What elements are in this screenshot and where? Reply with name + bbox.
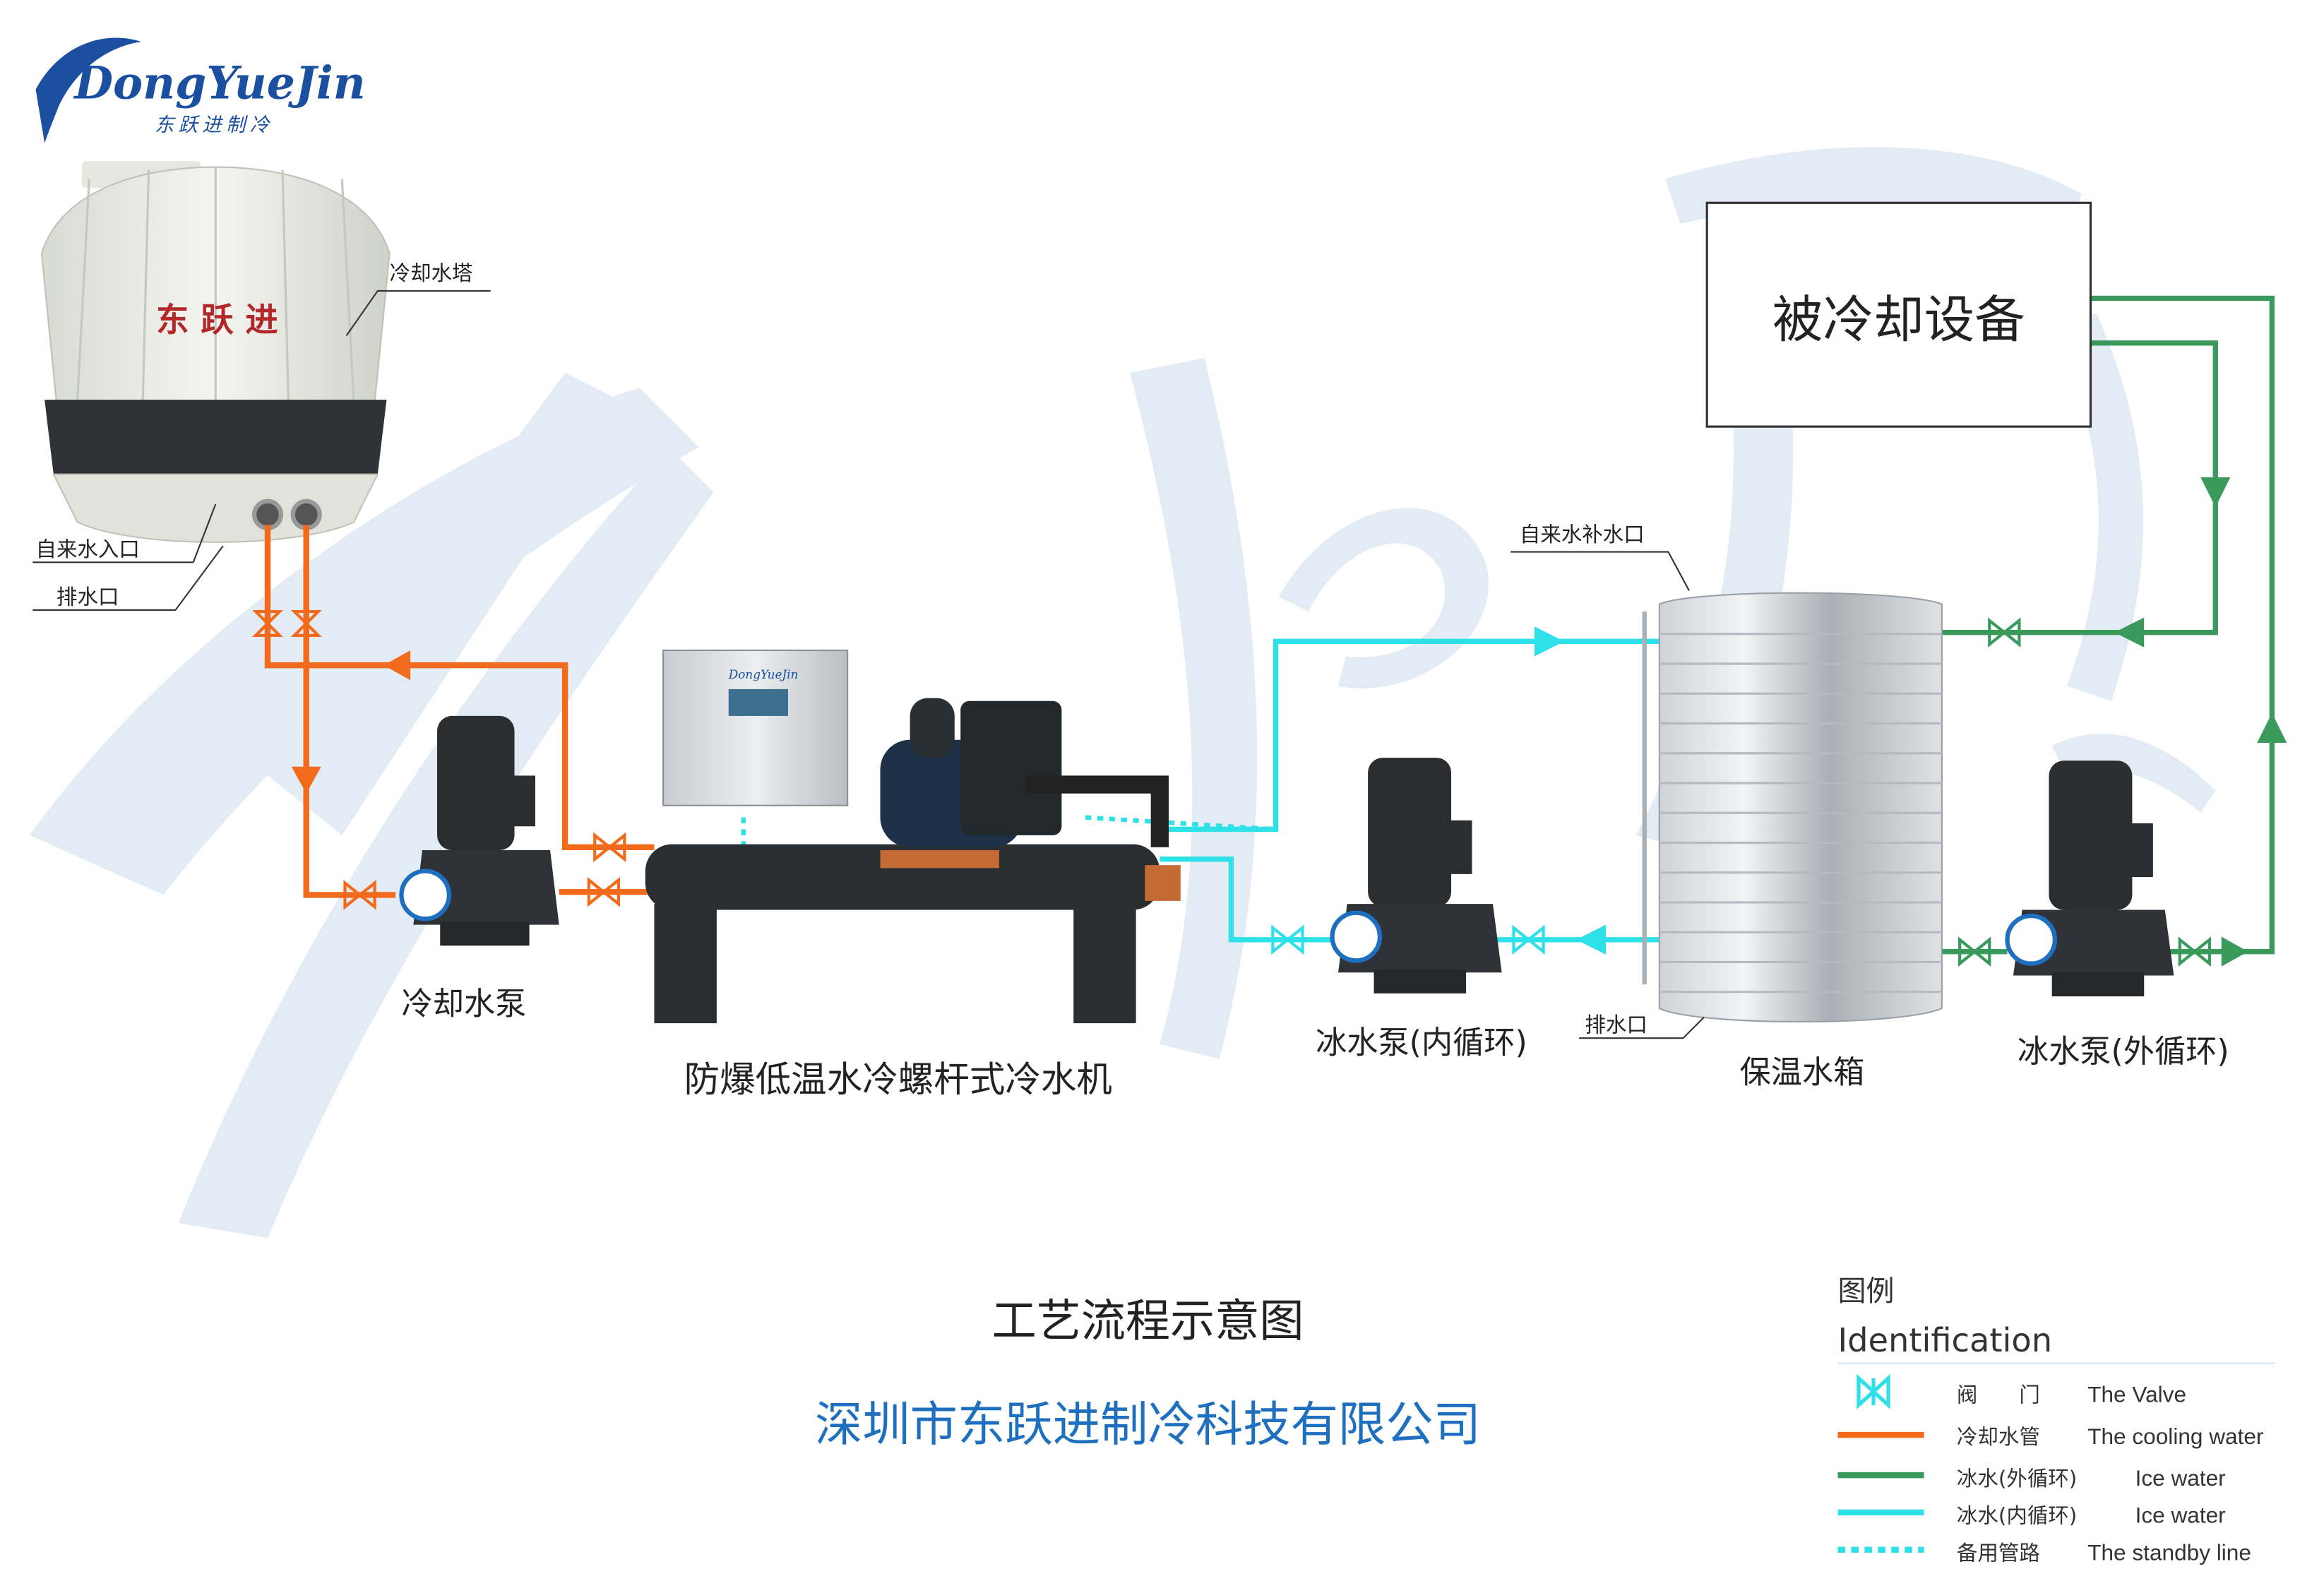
legend-item-cn: 冰水(外循环) [1957,1467,2077,1491]
insulated-water-tank [1642,592,1943,1022]
logo-subtitle: 东跃进制冷 [155,114,273,136]
legend-item-en: The standby line [2087,1539,2251,1565]
valve-icon [1271,924,1545,955]
tank-drain-label: 排水口 [1585,1013,1647,1037]
cooling-water-pump [399,715,559,946]
cooled-device-box [1705,201,2092,428]
tower-outlet-2 [290,499,322,530]
legend: 图例 Identification 阀 门 冷却水管 冰水(外循环) 冰水(内循… [1837,1275,2275,1565]
chiller-unit: DongYueJin [645,649,1181,1024]
inner-pump-label: 冰水泵(内循环) [1316,1025,1527,1061]
tank-fill-label: 自来水补水口 [1520,523,1645,547]
legend-title-cn: 图例 [1837,1275,1894,1308]
legend-title-en: Identification [1837,1321,2052,1359]
legend-item-cn: 冰水(内循环) [1957,1504,2077,1528]
cooling-water-arrows [291,650,411,794]
chiller-brand: DongYueJin [728,667,799,681]
legend-item-en: Ice water [2135,1465,2226,1491]
cooling-pump-label: 冷却水泵 [402,986,527,1022]
legend-item-cn: 阀 门 [1957,1383,2040,1407]
ice-water-inner-pipes [1157,638,1659,943]
outer-pump-label: 冰水泵(外循环) [2018,1034,2229,1070]
cooling-tower: 东跃进 [40,161,391,543]
tower-brand: 东跃进 [156,300,290,339]
ice-water-inner-arrows [1534,626,1607,955]
company-name: 深圳市东跃进制冷科技有限公司 [815,1396,1481,1452]
tower-outlet-1 [251,499,284,530]
company-logo: DongYueJin 东跃进制冷 [35,37,366,143]
tower-label: 冷却水塔 [390,261,473,285]
valve-icon [252,609,626,910]
process-title: 工艺流程示意图 [991,1295,1304,1347]
legend-item-cn: 冷却水管 [1957,1425,2040,1449]
cooled-device-label: 被冷却设备 [1772,290,2025,349]
legend-valve-icon [1857,1373,1890,1409]
chiller-label: 防爆低温水冷螺杆式冷水机 [684,1058,1112,1100]
legend-item-cn: 备用管路 [1957,1541,2040,1565]
ice-water-inner-pump [1330,758,1502,994]
tower-callouts [32,290,491,611]
valve-icon [1958,617,2211,967]
tank-label: 保温水箱 [1740,1055,1865,1091]
tower-drain-label: 排水口 [56,585,119,609]
legend-item-en: Ice water [2135,1503,2226,1528]
logo-wordmark: DongYueJin [73,56,365,109]
ice-water-outer-arrows [2114,477,2287,967]
tank-callouts [1510,551,1705,1039]
legend-item-en: The cooling water [2087,1424,2263,1449]
legend-item-en: The Valve [2087,1382,2186,1407]
tower-inlet-label: 自来水入口 [36,537,140,561]
logo-swoosh [35,37,142,143]
ice-water-outer-pump [2005,760,2174,997]
valves [252,609,2211,967]
